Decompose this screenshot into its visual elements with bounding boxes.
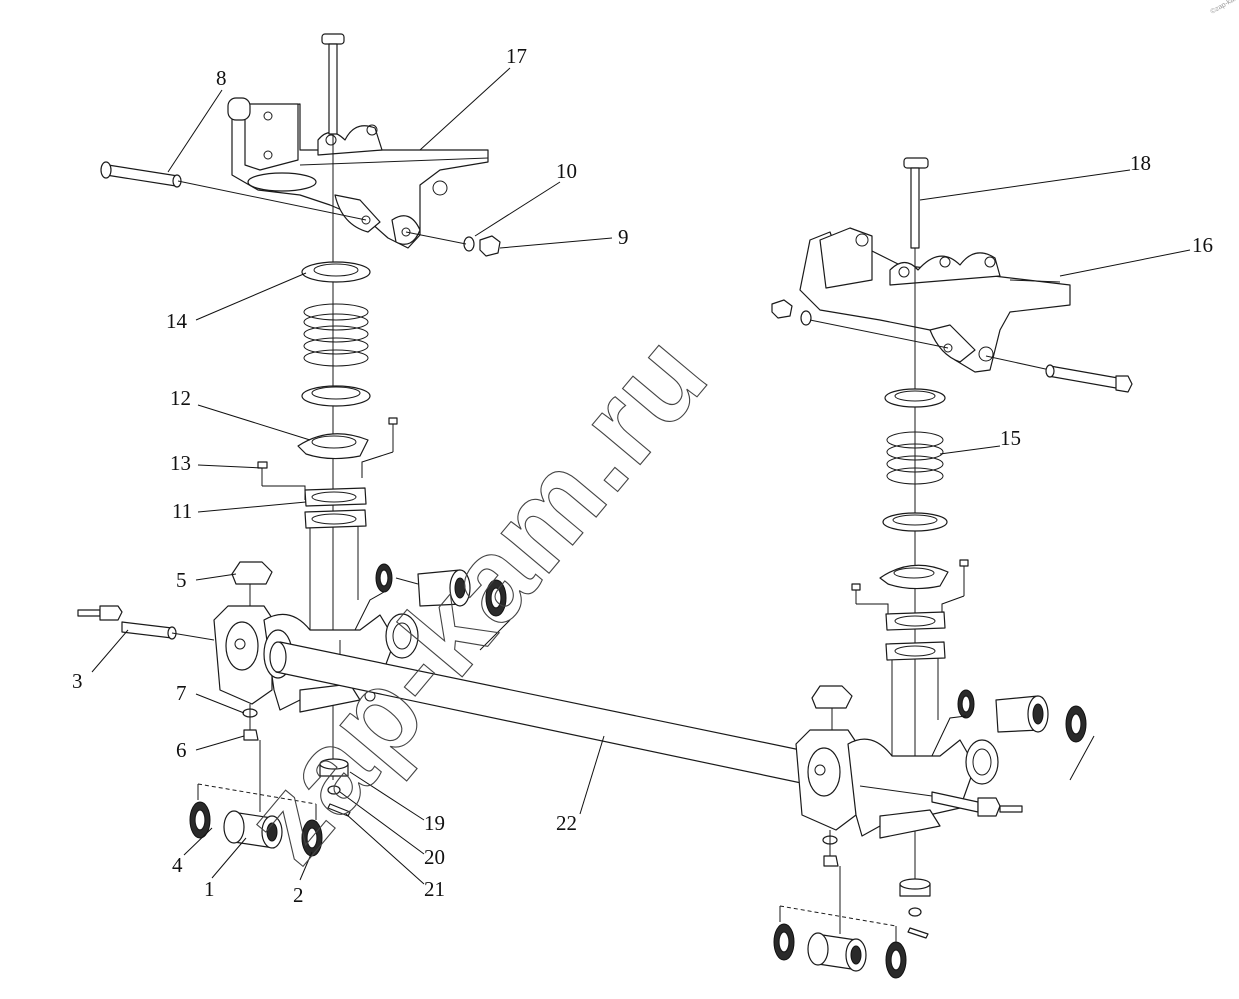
right-small-bolts: [851, 559, 969, 616]
right-upper-bracket: [799, 227, 1071, 373]
nut-9-washer-10: [405, 231, 501, 257]
callout-9: 9: [618, 225, 629, 249]
washer-7-nut-6: [242, 704, 259, 741]
items-19-20-21: [319, 758, 351, 817]
callout-18: 18: [1130, 151, 1151, 175]
callout-20: 20: [424, 845, 445, 869]
right-upper-bushings: [929, 689, 1095, 781]
left-spring: [301, 303, 371, 407]
buffer-5: [231, 561, 273, 606]
left-lower-bushings: [189, 740, 323, 857]
left-upper-bushings: [349, 563, 511, 651]
callout-14: 14: [166, 309, 188, 333]
callout-7: 7: [176, 681, 187, 705]
bolt-8: [100, 161, 367, 221]
callout-11: 11: [172, 499, 192, 523]
callout-15: 15: [1000, 426, 1021, 450]
spring-lower-seat-12: [297, 417, 398, 478]
callout-2: 2: [293, 883, 304, 907]
callout-12: 12: [170, 386, 191, 410]
callout-16: 16: [1192, 233, 1213, 257]
right-trailing-arm: [795, 729, 999, 839]
callout-10: 10: [556, 159, 577, 183]
bolt-3: [77, 605, 215, 641]
right-shims: [885, 611, 946, 770]
right-lower-bushings: [773, 866, 907, 979]
right-buffer: [811, 685, 853, 730]
right-lower-small-parts: [822, 830, 931, 939]
callout-6: 6: [176, 738, 187, 762]
shims-11: [304, 487, 367, 640]
callout-19: 19: [424, 811, 445, 835]
right-spring-15: [879, 388, 949, 590]
callout-17: 17: [506, 44, 527, 68]
callout-5: 5: [176, 568, 187, 592]
right-nut-washer: [771, 299, 949, 349]
watermark-text: zap-kam.ru: [219, 309, 733, 886]
callout-13: 13: [170, 451, 191, 475]
leader-lines: [91, 67, 1191, 885]
bolt-13: [257, 461, 306, 500]
corner-mark: ©zap-kam: [1209, 0, 1239, 16]
callout-21: 21: [424, 877, 445, 901]
callout-4: 4: [172, 853, 183, 877]
callout-22: 22: [556, 811, 577, 835]
right-long-bolt: [985, 355, 1133, 393]
callout-3: 3: [72, 669, 83, 693]
callout-8: 8: [216, 66, 227, 90]
callout-labels: 1 2 3 4 5 6 7 8 9 10 11 12 13 14 15 16 1…: [72, 44, 1213, 907]
right-stub-bolt: [859, 785, 1023, 817]
left-upper-bracket: [227, 97, 489, 249]
spring-seat-14: [301, 261, 371, 283]
callout-1: 1: [204, 877, 215, 901]
